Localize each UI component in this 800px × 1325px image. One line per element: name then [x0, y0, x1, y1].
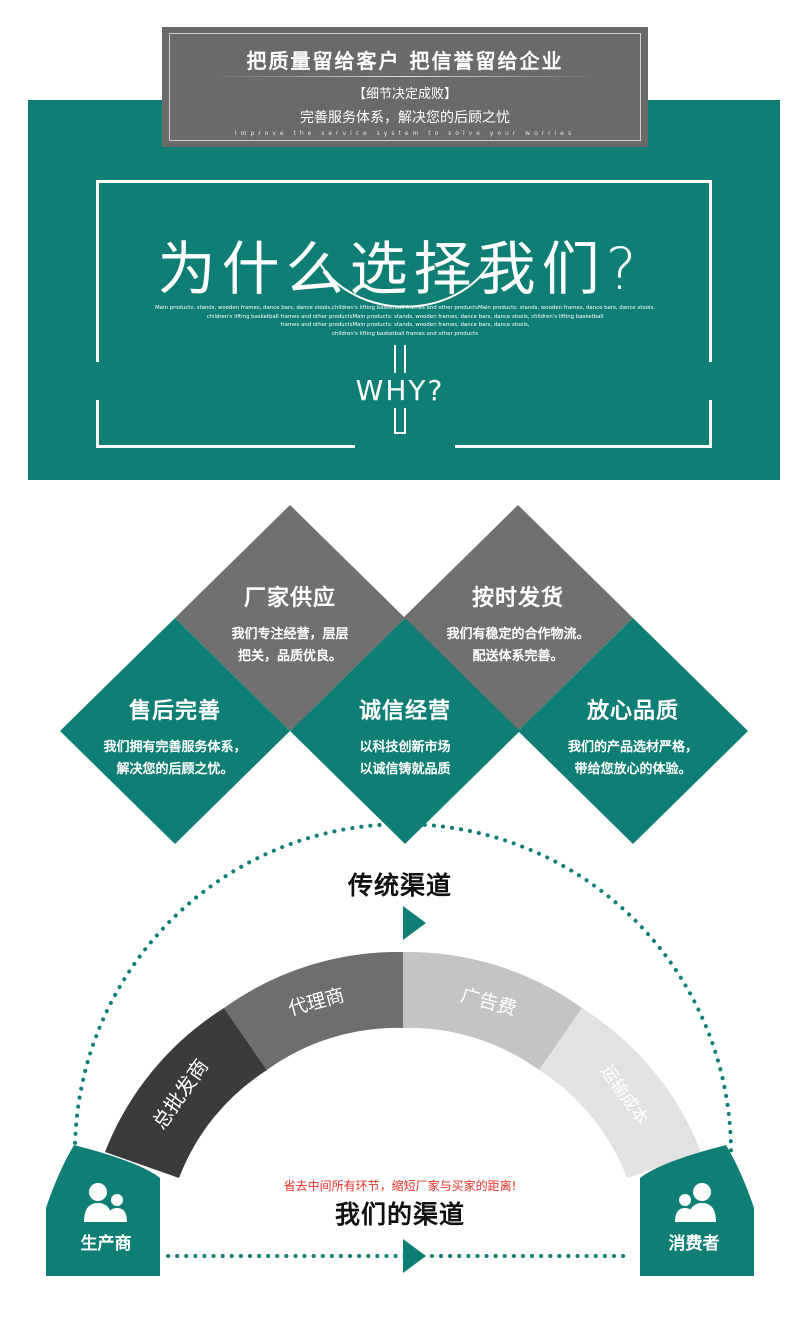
arc-decoration	[317, 259, 493, 308]
slogan-english: Improve the service system to solve your…	[234, 130, 576, 137]
arrow-traditional-icon	[403, 906, 426, 940]
why-small-line: Main products: stands, wooden frames, da…	[155, 305, 655, 311]
diamond-after-sales	[60, 618, 290, 844]
slogan-box-border: 把质量留给客户 把信誉留给企业 【细节决定成败】 完善服务体系，解决您的后顾之忧…	[169, 33, 641, 141]
slogan-subtitle: 完善服务体系，解决您的后顾之忧	[300, 110, 510, 126]
slogan-tag: 【细节决定成败】	[352, 87, 457, 102]
segment-wholesaler	[105, 1008, 267, 1178]
why-small-line: children's lifting basketball frames and…	[206, 313, 604, 320]
feature-title: 放心品质	[586, 699, 679, 724]
slogan-divider	[210, 76, 600, 77]
channel-note: 省去中间所有环节，缩短厂家与买家的距离!	[283, 1179, 517, 1193]
why-small-text: Main products: stands, wooden frames, da…	[145, 304, 665, 338]
segment-shipping	[539, 1008, 701, 1178]
feature-desc: 我们专注经营，层层 把关，品质优良。	[190, 624, 390, 668]
consumer-people-icon	[675, 1183, 716, 1222]
why-bar-bottom-cap	[394, 432, 406, 434]
feature-integrity: 诚信经营 以科技创新市场 以诚信铸就品质	[305, 693, 505, 781]
segment-advertising	[403, 951, 582, 1070]
feature-on-time-delivery: 按时发货 我们有稳定的合作物流。 配送体系完善。	[418, 580, 618, 668]
feature-desc: 以科技创新市场 以诚信铸就品质	[305, 737, 505, 781]
feature-desc-line: 以科技创新市场	[359, 740, 451, 755]
feature-desc: 我们有稳定的合作物流。 配送体系完善。	[418, 624, 618, 668]
feature-desc-line: 以诚信铸就品质	[359, 762, 451, 777]
why-bar-bottom-right	[404, 408, 406, 434]
diamond-quality	[518, 618, 748, 844]
feature-desc-line: 配送体系完善。	[472, 649, 564, 664]
arrow-our-icon	[403, 1239, 426, 1273]
our-channel-title: 我们的渠道	[334, 1200, 465, 1229]
feature-desc-line: 带给您放心的体验。	[574, 762, 692, 777]
why-bar-top-right	[404, 345, 406, 373]
why-title: 为什么选择我们?	[157, 235, 643, 303]
frame-gap-left	[90, 362, 104, 400]
feature-title: 诚信经营	[358, 699, 451, 724]
feature-title: 厂家供应	[243, 586, 336, 611]
feature-desc-line: 解决您的后顾之忧。	[116, 762, 234, 777]
feature-title: 按时发货	[471, 586, 564, 611]
feature-factory-supply: 厂家供应 我们专注经营，层层 把关，品质优良。	[190, 580, 390, 668]
feature-title: 售后完善	[128, 699, 221, 724]
diamond-integrity	[290, 618, 520, 844]
feature-desc-line: 把关，品质优良。	[237, 649, 342, 664]
producer-label: 生产商	[80, 1234, 132, 1254]
feature-desc-line: 我们拥有完善服务体系，	[103, 740, 247, 755]
feature-desc: 我们拥有完善服务体系， 解决您的后顾之忧。	[75, 737, 275, 781]
feature-desc: 我们的产品选材严格， 带给您放心的体验。	[533, 737, 733, 781]
why-bar-top-left	[394, 345, 396, 373]
feature-desc-line: 我们有稳定的合作物流。	[446, 627, 590, 642]
frame-gap-right	[704, 362, 718, 400]
feature-desc-line: 我们的产品选材严格，	[567, 740, 698, 755]
feature-desc-line: 我们专注经营，层层	[231, 627, 349, 642]
slogan-box: 把质量留给客户 把信誉留给企业 【细节决定成败】 完善服务体系，解决您的后顾之忧…	[162, 27, 648, 147]
traditional-channel-title: 传统渠道	[347, 871, 452, 900]
feature-after-sales: 售后完善 我们拥有完善服务体系， 解决您的后顾之忧。	[75, 693, 275, 781]
producer-people-icon	[84, 1183, 127, 1222]
consumer-label: 消费者	[668, 1234, 720, 1254]
slogan-main: 把质量留给客户 把信誉留给企业	[246, 49, 564, 73]
why-small-line: children's lifting basketball frames and…	[332, 330, 478, 337]
why-word: WHY?	[355, 374, 445, 407]
segment-agent	[224, 951, 403, 1070]
feature-diamonds	[60, 505, 748, 844]
why-small-line: frames and other productsMain products: …	[280, 322, 530, 328]
frame-gap-bottom	[355, 442, 455, 452]
why-bar-bottom-left	[394, 408, 396, 434]
feature-quality: 放心品质 我们的产品选材严格， 带给您放心的体验。	[533, 693, 733, 781]
